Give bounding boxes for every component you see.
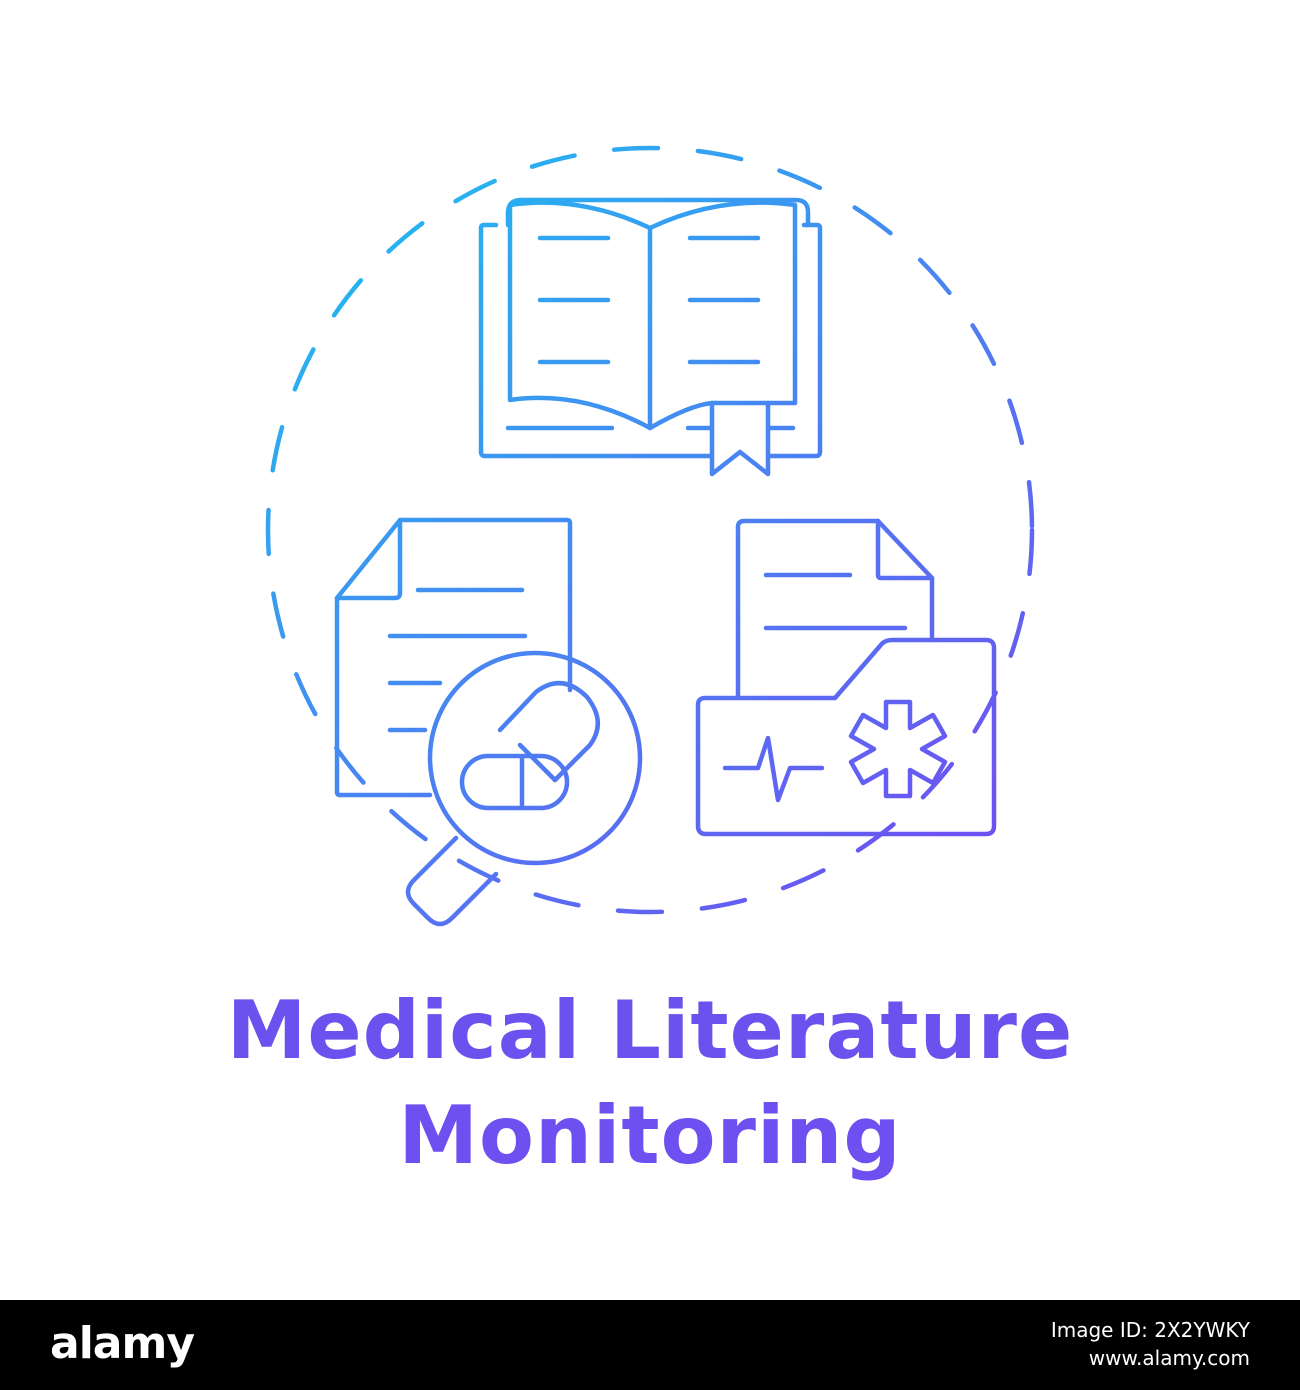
alamy-logo[interactable]: alamy	[50, 1314, 195, 1374]
illustration	[265, 145, 1035, 927]
footer-meta: Image ID: 2X2YWKY www.alamy.com	[1051, 1316, 1250, 1372]
title-line-2: Monitoring	[398, 1089, 902, 1182]
dashed-circle-icon	[265, 145, 1035, 915]
open-book-icon	[478, 197, 823, 477]
image-id-label: Image ID: 2X2YWKY	[1050, 1318, 1250, 1342]
footer-bar: alamy Image ID: 2X2YWKY www.alamy.com	[0, 1300, 1300, 1390]
title-line-1: Medical Literature	[226, 984, 1074, 1077]
medical-folder-document-icon	[695, 518, 997, 837]
brand-name: alamy	[50, 1318, 195, 1369]
site-link[interactable]: www.alamy.com	[1088, 1346, 1250, 1370]
document-magnifier-pills-icon	[334, 517, 643, 927]
